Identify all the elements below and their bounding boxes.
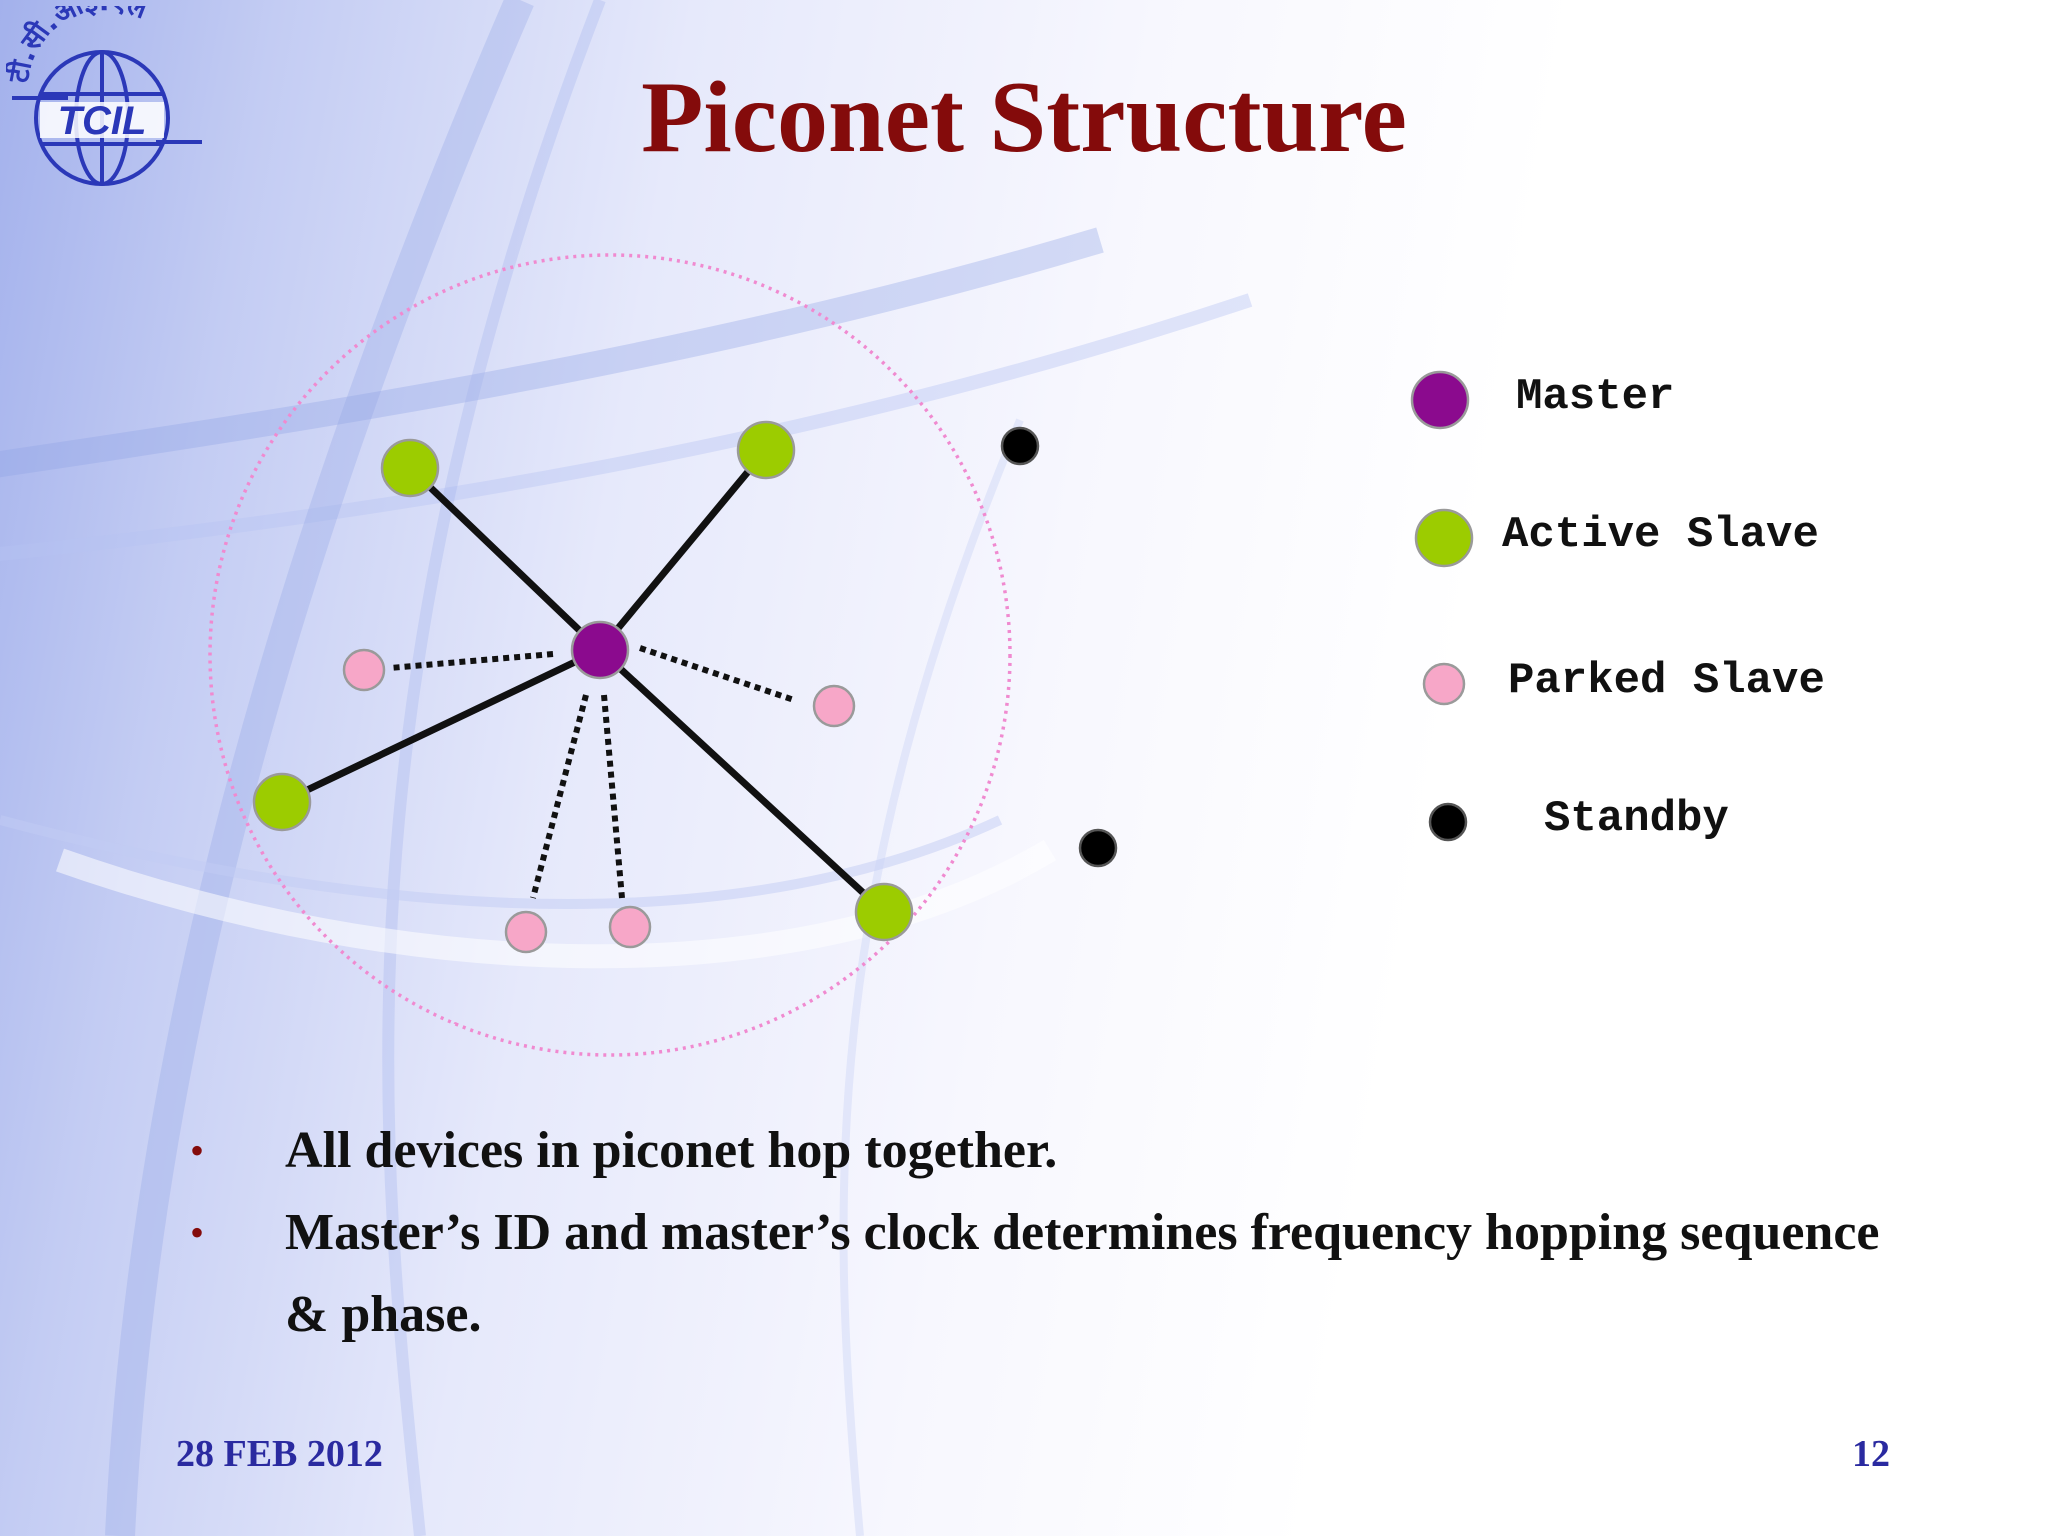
legend-label-active: Active Slave <box>1502 510 1819 560</box>
bullet-text: All devices in piconet hop together. <box>285 1122 1058 1179</box>
slide-title: Piconet Structure <box>641 61 1407 174</box>
active-slave-node <box>380 438 440 498</box>
logo-text: TCIL <box>58 99 147 143</box>
standby-node <box>1078 828 1118 868</box>
tcil-logo-emblem: TCIL टी.सी.आई.एल <box>2 0 202 186</box>
link-active-4 <box>597 647 887 915</box>
bullet-text: Master’s ID and master’s clock determine… <box>285 1204 1880 1343</box>
standby-node <box>1000 426 1040 466</box>
tcil-logo: TCIL टी.सी.आई.एल <box>2 0 206 196</box>
legend-label-parked: Parked Slave <box>1508 656 1825 706</box>
link-active-3 <box>280 646 602 806</box>
bullet-marker: • <box>190 1128 205 1173</box>
active-slave-node <box>252 772 312 832</box>
bullet-item: • Master’s ID and master’s clock determi… <box>190 1192 1890 1356</box>
footer-date: 28 FEB 2012 <box>176 1433 383 1475</box>
active-slave-node <box>854 882 914 942</box>
footer-page-number: 12 <box>1852 1433 1890 1475</box>
link-parked-2 <box>639 645 795 703</box>
link-parked-1 <box>389 651 554 671</box>
legend-standby-marker <box>1428 802 1468 842</box>
link-parked-3 <box>530 694 589 899</box>
legend-master-marker <box>1410 370 1470 430</box>
legend-active-marker <box>1414 508 1474 568</box>
link-active-2 <box>597 447 769 653</box>
parked-slave-node <box>342 648 386 692</box>
legend-markers <box>1410 370 1474 842</box>
piconet-range-circle <box>208 253 1012 1057</box>
legend-label-master: Master <box>1516 372 1675 422</box>
parked-slave-node <box>504 910 548 954</box>
bullet-marker: • <box>190 1210 205 1255</box>
active-slave-node <box>736 420 796 480</box>
legend-label-standby: Standby <box>1544 794 1729 844</box>
bullet-list: • All devices in piconet hop together. •… <box>190 1110 1890 1356</box>
parked-slave-node <box>812 684 856 728</box>
parked-slave-node <box>608 905 652 949</box>
link-parked-4 <box>601 694 625 899</box>
link-active-1 <box>407 465 603 653</box>
legend-parked-marker <box>1422 662 1466 706</box>
bullet-item: • All devices in piconet hop together. <box>190 1110 1890 1192</box>
diagram-nodes <box>252 420 1118 954</box>
master-node <box>570 620 630 680</box>
